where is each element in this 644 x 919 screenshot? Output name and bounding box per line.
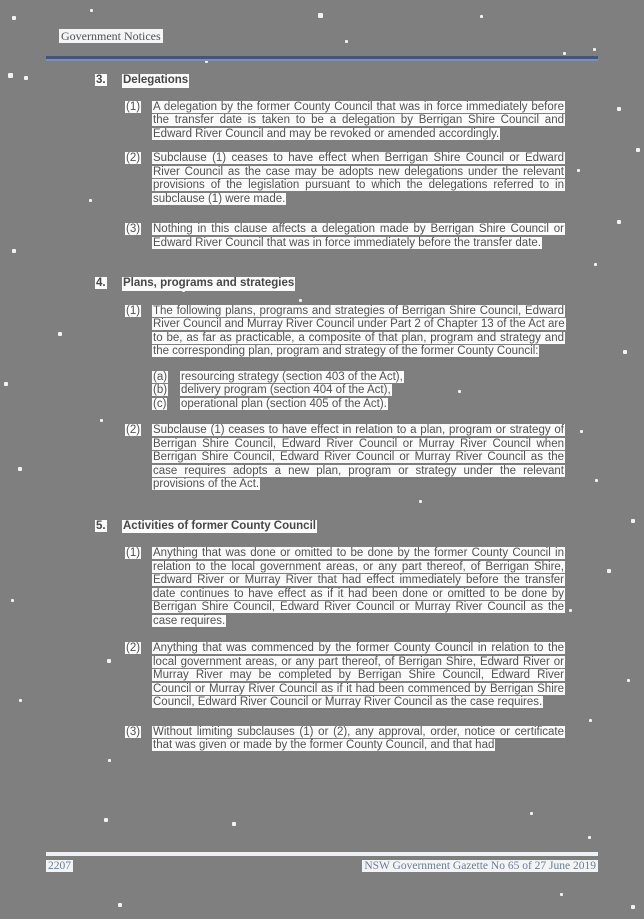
scan-noise-speck [90,9,93,12]
list-item-text: delivery program (section 404 of the Act… [180,384,392,396]
scan-noise-speck [24,76,28,80]
header-rule [46,56,598,61]
scan-noise-speck [458,390,461,393]
list-item-text: operational plan (section 405 of the Act… [180,397,388,410]
clause-number: (3) [125,223,142,235]
scan-noise-speck [631,905,635,909]
scan-noise-speck [345,40,348,43]
running-header-label: Government Notices [59,29,163,43]
scan-noise-speck [577,169,580,172]
scan-noise-speck [589,719,592,722]
scan-noise-speck [104,818,108,822]
scan-noise-speck [318,13,323,18]
document-body: 3. Delegations (1) A delegation by the f… [0,70,644,753]
clause-number: (2) [125,424,142,436]
clause-5-2: (2) Anything that was commenced by the f… [125,642,565,710]
scan-noise-speck [8,73,13,78]
clause-text: Subclause (1) ceases to have effect in r… [152,424,565,490]
section-number: 3. [95,74,107,86]
list-item-b: (b) delivery program (section 404 of the… [152,384,565,398]
clause-4-1: (1) The following plans, programs and st… [125,304,566,412]
clause-text: A delegation by the former County Counci… [152,100,565,140]
clause-number: (1) [125,304,142,317]
scan-noise-speck [580,430,583,433]
scan-noise-speck [617,220,621,224]
scan-noise-speck [593,48,596,51]
clause-number: (1) [125,547,142,559]
scan-noise-speck [530,812,533,815]
clause-3-1: (1) A delegation by the former County Co… [125,100,565,142]
clause-number: (2) [125,642,142,654]
list-item-letter: (b) [152,384,169,396]
section-number: 5. [95,519,107,532]
footer-rule [46,852,598,856]
scan-noise-speck [12,249,16,253]
scan-noise-speck [617,107,621,111]
clause-text: Nothing in this clause affects a delegat… [152,223,565,249]
scan-noise-speck [108,759,111,762]
scan-noise-speck [607,569,611,573]
list-item-text: resourcing strategy (section 403 of the … [180,370,404,383]
scan-noise-speck [18,467,22,471]
scan-noise-speck [480,15,483,18]
scan-noise-speck [11,599,14,602]
scan-noise-speck [232,822,236,826]
scan-noise-speck [89,199,92,202]
scan-noise-speck [595,479,598,482]
scan-noise-speck [182,289,185,292]
clause-3-3: (3) Nothing in this clause affects a del… [125,223,565,250]
scan-noise-speck [560,893,563,896]
clause-4-2: (2) Subclause (1) ceases to have effect … [125,424,565,492]
scan-noise-speck [631,519,635,523]
clause-text: Without limiting subclauses (1) or (2), … [152,725,565,751]
page-number: 2207 [46,860,73,872]
clause-5-1: (1) Anything that was done or omitted to… [125,547,565,628]
scan-noise-speck [118,903,122,907]
clause-text: Anything that was commenced by the forme… [152,642,565,708]
clause-text: Anything that was done or omitted to be … [152,547,565,627]
gazette-citation: NSW Government Gazette No 65 of 27 June … [362,860,598,872]
scan-noise-speck [4,382,8,386]
section-title: Delegations [122,74,190,88]
scan-noise-speck [569,609,572,612]
list-item-a: (a) resourcing strategy (section 403 of … [152,370,565,385]
list-item-letter: (c) [152,397,168,410]
scan-noise-speck [588,836,591,839]
scan-noise-speck [19,699,22,702]
subclause-list: (a) resourcing strategy (section 403 of … [152,370,565,412]
section-heading-activities-former-county-council: 5. Activities of former County Council [95,519,565,533]
scan-noise-speck [627,679,630,682]
clause-number: (2) [125,152,142,164]
scan-noise-speck [419,500,422,503]
scan-noise-speck [636,148,640,152]
scan-noise-speck [205,60,208,63]
clause-text: The following plans, programs and strate… [152,304,566,357]
page-footer: 2207 NSW Government Gazette No 65 of 27 … [46,860,598,872]
section-number: 4. [95,277,107,289]
clause-number: (3) [125,725,142,738]
scan-noise-speck [563,52,566,55]
list-item-letter: (a) [152,370,169,383]
section-heading-plans-programs-strategies: 4. Plans, programs and strategies [95,277,565,291]
clause-number: (1) [125,100,142,113]
scan-noise-speck [12,16,16,20]
section-heading-delegations: 3. Delegations [95,74,565,88]
scan-noise-speck [299,299,302,302]
scan-noise-speck [107,659,111,663]
section-title: Plans, programs and strategies [122,277,296,291]
clause-3-2: (2) Subclause (1) ceases to have effect … [125,152,565,206]
section-title: Activities of former County Council [122,519,317,533]
list-item-c: (c) operational plan (section 405 of the… [152,397,565,412]
clause-5-3: (3) Without limiting subclauses (1) or (… [125,725,565,753]
scan-noise-speck [58,332,62,336]
scan-noise-speck [594,263,597,266]
scan-noise-speck [100,419,103,422]
scan-noise-speck [623,350,627,354]
clause-text: Subclause (1) ceases to have effect when… [152,152,565,205]
running-header: Government Notices [59,29,163,44]
